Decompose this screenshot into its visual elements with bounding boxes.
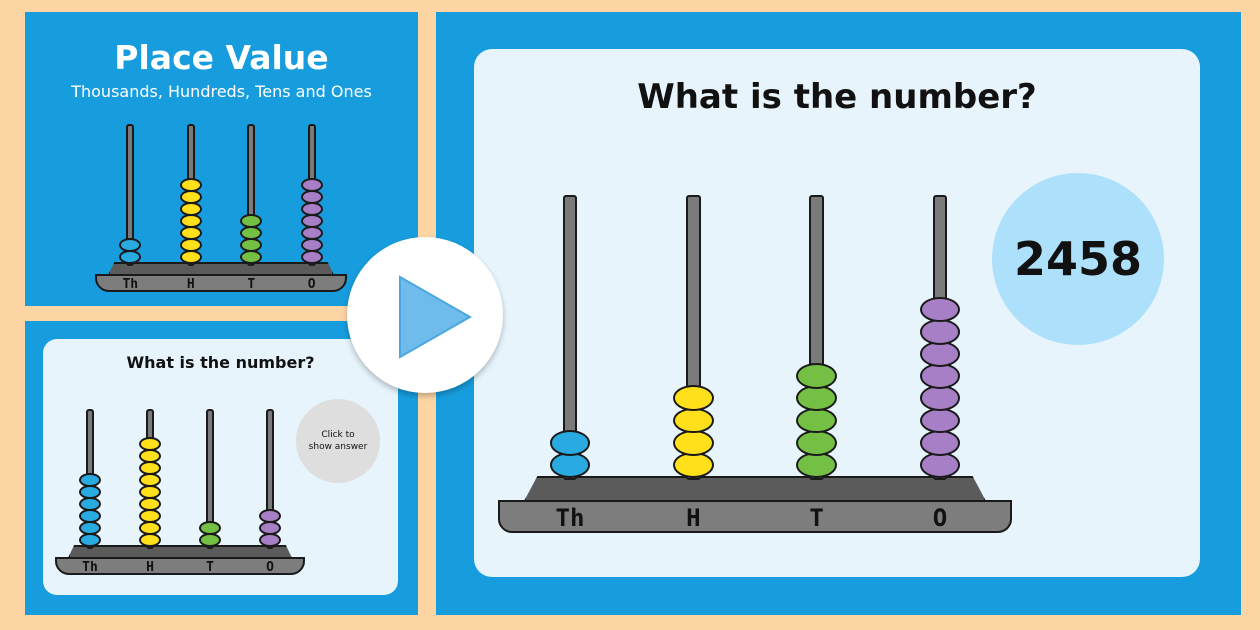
bead-hundreds bbox=[672, 385, 714, 412]
abacus-base-front bbox=[498, 499, 1012, 533]
rod-thousands bbox=[126, 124, 135, 266]
label-thousands: Th bbox=[82, 560, 98, 575]
slide-thumbnail-title[interactable]: Place Value Thousands, Hundreds, Tens an… bbox=[25, 12, 418, 306]
rod-thousands bbox=[562, 195, 578, 480]
answer-value: 2458 bbox=[1013, 232, 1143, 286]
bead-ones bbox=[300, 178, 323, 192]
bead-tens bbox=[796, 385, 838, 412]
bead-tens bbox=[199, 533, 221, 547]
question-text: What is the number? bbox=[126, 353, 315, 372]
bead-thousands bbox=[79, 485, 101, 499]
bead-ones bbox=[259, 521, 281, 535]
bead-hundreds bbox=[139, 449, 161, 463]
rod-tens bbox=[247, 124, 256, 266]
bead-ones bbox=[919, 340, 961, 367]
label-hundreds: H bbox=[146, 560, 154, 575]
bead-thousands bbox=[119, 238, 142, 252]
bead-hundreds bbox=[179, 190, 202, 204]
slide-thumbnail-question[interactable]: What is the number? Th H T O Click to show … bbox=[25, 321, 418, 615]
bead-hundreds bbox=[179, 238, 202, 252]
bead-hundreds bbox=[672, 451, 714, 478]
play-icon bbox=[399, 275, 473, 359]
question-text: What is the number? bbox=[637, 77, 1037, 117]
label-ones: O bbox=[932, 503, 948, 532]
bead-hundreds bbox=[672, 407, 714, 434]
bead-hundreds bbox=[179, 250, 202, 264]
bead-hundreds bbox=[139, 485, 161, 499]
rod-ones bbox=[266, 409, 274, 549]
label-hundreds: H bbox=[186, 277, 195, 292]
label-thousands: Th bbox=[122, 277, 139, 292]
show-answer-button[interactable]: Click to show answer bbox=[296, 399, 380, 483]
bead-hundreds bbox=[139, 497, 161, 511]
bead-hundreds bbox=[139, 533, 161, 547]
bead-hundreds bbox=[139, 473, 161, 487]
bead-ones bbox=[300, 250, 323, 264]
bead-thousands bbox=[79, 509, 101, 523]
bead-hundreds bbox=[139, 521, 161, 535]
label-thousands: Th bbox=[555, 503, 585, 532]
bead-ones bbox=[919, 296, 961, 323]
label-ones: O bbox=[307, 277, 316, 292]
bead-hundreds bbox=[179, 226, 202, 240]
bead-hundreds bbox=[179, 214, 202, 228]
label-hundreds: H bbox=[686, 503, 701, 532]
bead-ones bbox=[300, 202, 323, 216]
bead-ones bbox=[300, 214, 323, 228]
bead-ones bbox=[300, 190, 323, 204]
bead-ones bbox=[259, 509, 281, 523]
bead-tens bbox=[240, 250, 263, 264]
show-answer-line1: Click to bbox=[321, 430, 355, 440]
bead-thousands bbox=[79, 497, 101, 511]
abacus-base bbox=[523, 475, 987, 502]
abacus-base-front bbox=[95, 274, 347, 292]
bead-tens bbox=[796, 363, 838, 389]
slide-title: Place Value bbox=[114, 38, 329, 77]
bead-tens bbox=[796, 451, 838, 478]
bead-tens bbox=[199, 521, 221, 535]
bead-ones bbox=[919, 429, 961, 456]
bead-ones bbox=[919, 385, 961, 412]
bead-ones bbox=[919, 407, 961, 434]
bead-tens bbox=[240, 226, 263, 240]
bead-thousands bbox=[549, 451, 591, 478]
bead-ones bbox=[300, 226, 323, 240]
bead-tens bbox=[240, 214, 263, 228]
bead-thousands bbox=[79, 521, 101, 535]
bead-ones bbox=[300, 238, 323, 252]
play-button[interactable] bbox=[347, 237, 503, 393]
question-panel: What is the number? Th H T O 2458 bbox=[474, 49, 1200, 577]
bead-tens bbox=[240, 238, 263, 252]
abacus: Th H T O bbox=[55, 409, 305, 577]
bead-hundreds bbox=[139, 437, 161, 451]
bead-tens bbox=[796, 407, 838, 434]
abacus: Th H T O bbox=[498, 195, 1012, 535]
bead-hundreds bbox=[672, 429, 714, 456]
bead-tens bbox=[796, 429, 838, 456]
abacus-base-front bbox=[55, 557, 305, 575]
bead-thousands bbox=[79, 473, 101, 487]
bead-ones bbox=[919, 318, 961, 345]
bead-thousands bbox=[79, 533, 101, 547]
label-tens: T bbox=[206, 560, 214, 575]
bead-ones bbox=[259, 533, 281, 547]
slide-subtitle: Thousands, Hundreds, Tens and Ones bbox=[71, 82, 372, 101]
rod-tens bbox=[206, 409, 214, 549]
bead-hundreds bbox=[139, 461, 161, 475]
show-answer-line2: show answer bbox=[308, 442, 368, 452]
bead-thousands bbox=[549, 429, 591, 456]
question-panel: What is the number? Th H T O Click to show … bbox=[43, 339, 398, 595]
main-slide: What is the number? Th H T O 2458 bbox=[436, 12, 1241, 615]
bead-hundreds bbox=[179, 178, 202, 192]
answer-circle: 2458 bbox=[992, 173, 1164, 345]
bead-hundreds bbox=[139, 509, 161, 523]
label-tens: T bbox=[809, 503, 824, 532]
bead-hundreds bbox=[179, 202, 202, 216]
bead-thousands bbox=[119, 250, 142, 264]
label-ones: O bbox=[266, 560, 274, 575]
bead-ones bbox=[919, 363, 961, 389]
bead-ones bbox=[919, 451, 961, 478]
abacus: Th H T O bbox=[95, 124, 347, 294]
label-tens: T bbox=[247, 277, 256, 292]
